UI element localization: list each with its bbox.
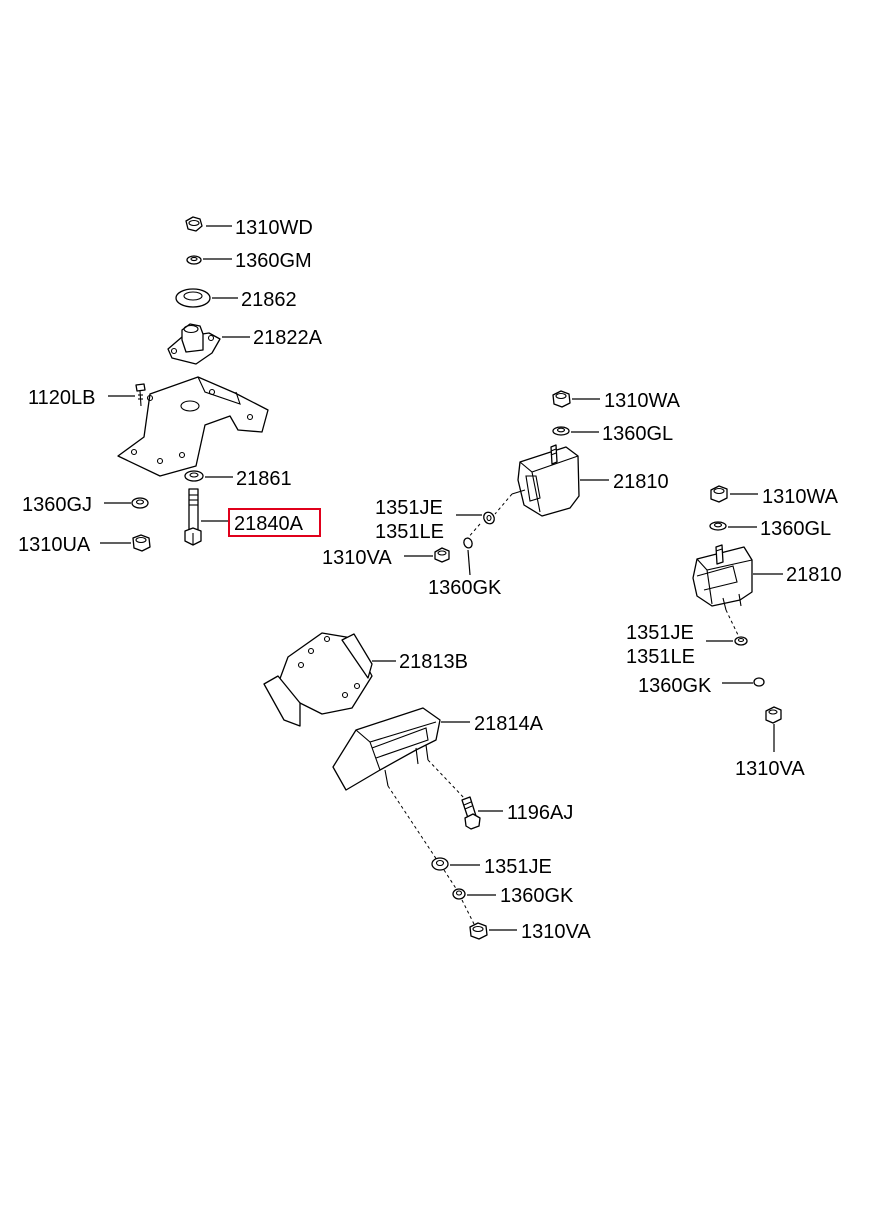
label-1351le-mid: 1351LE xyxy=(375,521,444,543)
washer-21861-icon xyxy=(184,470,204,482)
nut-1310wa-mid-icon xyxy=(552,390,571,408)
label-1351je-right: 1351JE xyxy=(626,622,694,644)
label-1360gk-mid: 1360GK xyxy=(428,577,502,599)
label-21814a: 21814A xyxy=(474,713,544,735)
label-21862: 21862 xyxy=(241,289,297,311)
bushing-ring-21862-icon xyxy=(175,288,211,308)
label-21810-right: 21810 xyxy=(786,564,842,586)
label-1310va-right: 1310VA xyxy=(735,758,805,780)
nut-1310va-low-icon xyxy=(469,922,488,940)
label-1351je-low: 1351JE xyxy=(484,856,552,878)
label-1360gl-right: 1360GL xyxy=(760,518,831,540)
mount-bracket-21814a-icon xyxy=(332,707,441,791)
label-1351je-mid: 1351JE xyxy=(375,497,443,519)
engine-mount-21810-mid-icon xyxy=(511,444,580,517)
washer-1360gk-right-icon xyxy=(753,677,765,687)
bolt-1120lb-icon xyxy=(135,383,146,407)
washer-1351je-right-icon xyxy=(734,636,748,646)
label-21861: 21861 xyxy=(236,468,292,490)
label-21810-mid: 21810 xyxy=(613,471,669,493)
label-21822a: 21822A xyxy=(253,327,323,349)
label-1360gk-right: 1360GK xyxy=(638,675,712,697)
label-1360gl-mid: 1360GL xyxy=(602,423,673,445)
label-1310wa-right: 1310WA xyxy=(762,486,839,508)
label-21840a: 21840A xyxy=(234,513,304,535)
nut-1310ua-icon xyxy=(132,534,151,552)
label-1360gm: 1360GM xyxy=(235,250,312,272)
washer-1360gl-mid-icon xyxy=(552,426,570,436)
main-bracket-plate-icon xyxy=(117,376,269,477)
insulator-21813b-icon xyxy=(263,632,373,727)
label-1360gj: 1360GJ xyxy=(22,494,92,516)
label-1310va-low: 1310VA xyxy=(521,921,591,943)
highlight-box-21840a xyxy=(228,508,321,537)
label-21813b: 21813B xyxy=(399,651,468,673)
label-1120lb: 1120LB xyxy=(28,387,95,409)
washer-1351je-low-icon xyxy=(431,857,449,871)
bolt-1196aj-icon xyxy=(461,796,481,830)
nut-1310wa-right-icon xyxy=(710,485,728,503)
label-1351le-right: 1351LE xyxy=(626,646,695,668)
washer-1360gj-icon xyxy=(131,497,149,509)
nut-1310va-mid-icon xyxy=(434,547,450,563)
engine-mount-21810-right-icon xyxy=(692,544,753,611)
nut-1310va-right-icon xyxy=(765,706,782,724)
nut-1310wd-icon xyxy=(185,216,203,232)
label-1310ua: 1310UA xyxy=(18,534,91,556)
washer-1360gk-low-icon xyxy=(452,888,466,900)
label-1196aj: 1196AJ xyxy=(507,802,573,824)
label-1310va-mid: 1310VA xyxy=(322,547,392,569)
label-1310wd: 1310WD xyxy=(235,217,313,239)
washer-1351je-mid-icon xyxy=(483,511,495,525)
bracket-21822a-icon xyxy=(167,323,221,365)
washer-1360gm-icon xyxy=(186,255,202,265)
label-1360gk-low: 1360GK xyxy=(500,885,574,907)
washer-1360gl-right-icon xyxy=(709,521,727,531)
bolt-21840a-icon xyxy=(184,488,202,546)
label-1310wa-mid: 1310WA xyxy=(604,390,681,412)
washer-1360gk-mid-icon xyxy=(463,537,473,549)
